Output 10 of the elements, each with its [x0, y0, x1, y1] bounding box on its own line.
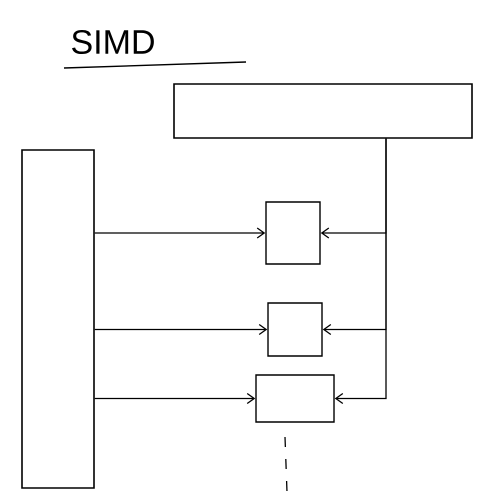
register-box [267, 302, 323, 357]
register-box [255, 374, 335, 423]
bar [21, 149, 95, 489]
title: SIMD [72, 30, 154, 54]
bar [173, 83, 473, 139]
arrow [334, 138, 387, 404]
arrow [94, 324, 268, 336]
register-box [265, 201, 321, 265]
arrow [94, 392, 256, 404]
arrow [94, 227, 266, 239]
